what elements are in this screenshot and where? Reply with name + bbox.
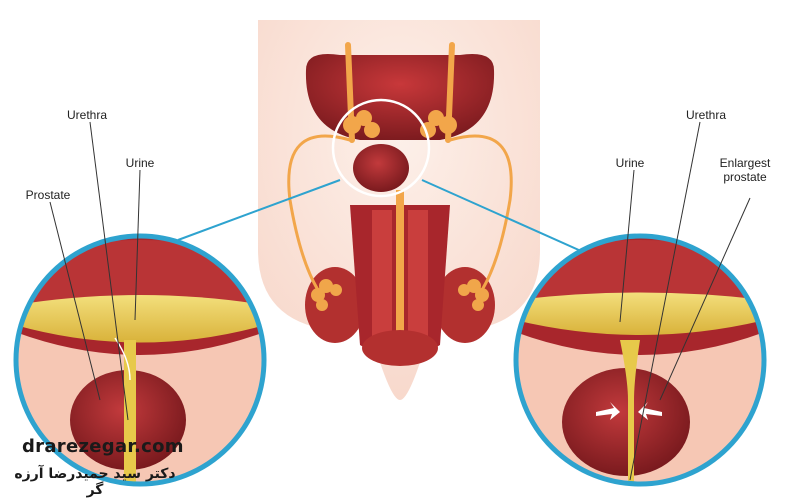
pointer-right-enlarged: [659, 197, 751, 401]
label-right-enlarged-prostate: Enlargest prostate: [719, 156, 771, 184]
vas-deferens-right: [449, 134, 513, 291]
label-left-prostate: Prostate: [25, 188, 71, 202]
right-urine: [516, 292, 764, 335]
connector-line-left: [177, 179, 341, 241]
seminal-vesicles: [343, 110, 457, 138]
right-prostate: [562, 368, 690, 476]
pointer-left-prostate: [49, 201, 101, 401]
central-anatomy: [177, 20, 591, 400]
left-urethra: [124, 340, 136, 484]
urethra-shaft: [396, 190, 404, 360]
pointer-right-urine: [619, 169, 635, 323]
right-zoom-panel: [513, 121, 767, 487]
label-left-urine: Urine: [125, 156, 155, 170]
pointer-left-urine: [134, 169, 141, 321]
right-urethra: [620, 340, 640, 484]
pointer-left-urethra: [89, 121, 129, 421]
vas-deferens-left: [287, 134, 351, 291]
prostate-center: [353, 144, 409, 192]
left-urine: [16, 295, 264, 343]
epididymis-left: [311, 279, 342, 311]
label-right-urine: Urine: [615, 156, 645, 170]
compression-arrow-left: [596, 402, 620, 420]
right-zoom-ring: [513, 233, 767, 487]
left-zoom-panel: [13, 121, 267, 487]
bladder: [305, 54, 495, 140]
label-left-urethra: Urethra: [66, 108, 107, 122]
epididymis-right: [458, 279, 489, 311]
label-right-urethra: Urethra: [685, 108, 726, 122]
left-zoom-ring: [13, 233, 267, 487]
watermark-name: دکتر سید حمیدرضا آرزه گر: [14, 466, 176, 498]
pointer-right-urethra: [629, 121, 701, 481]
connector-line-right: [421, 179, 591, 256]
glans: [362, 330, 438, 366]
zoom-circle: [331, 98, 431, 198]
watermark-site: drarezegar.com: [22, 436, 184, 457]
